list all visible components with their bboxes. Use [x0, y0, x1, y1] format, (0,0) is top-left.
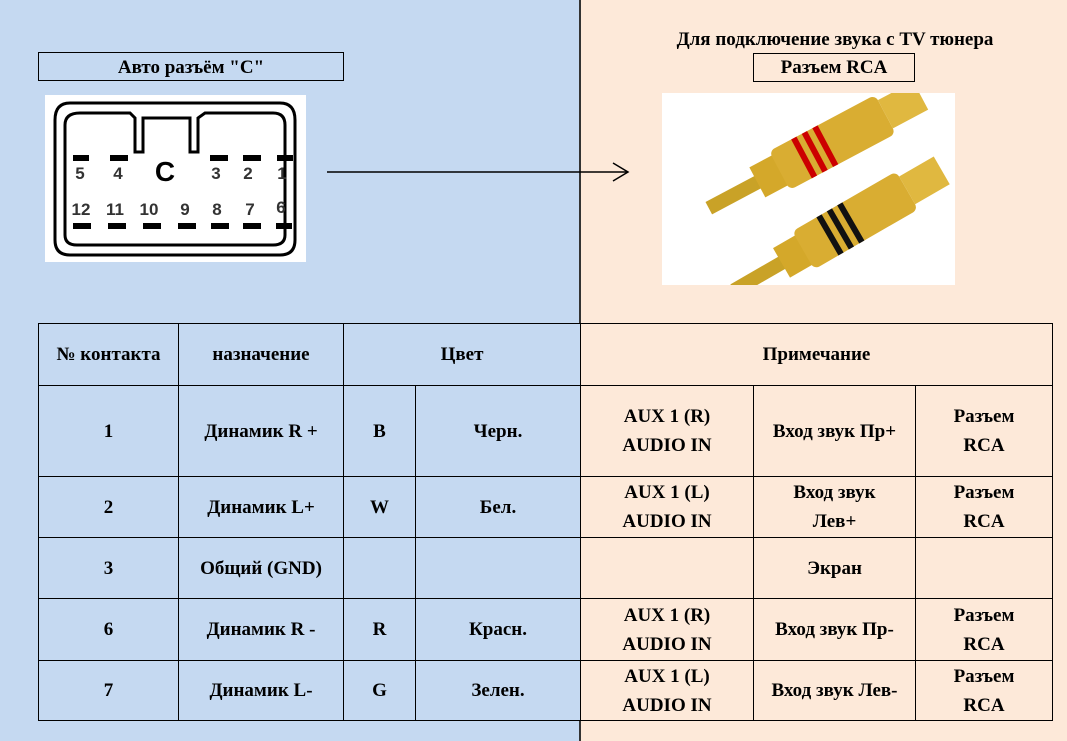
color-cell: Бел.: [415, 476, 581, 538]
color-code-cell: G: [343, 660, 416, 721]
color-cell: Черн.: [415, 385, 581, 477]
conn-line: Разъем: [953, 482, 1015, 503]
pinout-table: № контакта назначение Цвет Примечание 1 …: [38, 323, 1053, 721]
function-cell: Динамик L+: [178, 476, 344, 538]
function-cell: Динамик L-: [178, 660, 344, 721]
aux-line: AUX 1 (R): [623, 406, 711, 427]
conn-line: RCA: [963, 435, 1005, 456]
conn-line: Разъем: [953, 604, 1015, 626]
connector-title: Авто разъём "C": [38, 52, 344, 81]
aux-cell: AUX 1 (R) AUDIO IN: [580, 598, 754, 661]
arrow-icon: [327, 162, 630, 182]
header-color: Цвет: [343, 323, 581, 386]
conn-cell: [915, 537, 1053, 599]
header-note: Примечание: [580, 323, 1053, 386]
function-cell: Динамик R -: [178, 598, 344, 661]
table-row: 1 Динамик R + B Черн. AUX 1 (R)AUDIO IN …: [38, 385, 1053, 477]
aux-cell: AUX 1 (L) AUDIO IN: [580, 476, 754, 538]
rca-plugs-image: [662, 93, 955, 285]
aux-cell: AUX 1 (R) AUDIO IN: [580, 385, 754, 477]
pin-cell: 1: [38, 385, 179, 477]
pin-label: 3: [211, 164, 220, 183]
color-cell: Зелен.: [415, 660, 581, 721]
input-cell: Вход звук Лев-: [753, 660, 916, 721]
color-code-cell: B: [343, 385, 416, 477]
pin-label: 8: [212, 200, 221, 219]
conn-line: RCA: [963, 511, 1005, 532]
aux-cell: AUX 1 (L) AUDIO IN: [580, 660, 754, 721]
connector-diagram: 5 4 3 2 1 12 11 10 9 8 7 6 C: [45, 95, 306, 262]
pin-cell: 6: [38, 598, 179, 661]
input-cell: Вход звук Лев+: [753, 476, 916, 538]
pin-cell: 7: [38, 660, 179, 721]
pin-label: 1: [277, 164, 286, 183]
table-row: 3 Общий (GND) Экран: [38, 537, 1053, 599]
color-code-cell: [343, 537, 416, 599]
aux-line: AUDIO IN: [622, 694, 712, 716]
pin-label: 11: [106, 200, 124, 219]
color-code-cell: R: [343, 598, 416, 661]
pin-label: 5: [75, 164, 84, 183]
input-cell: Вход звук Пр+: [753, 385, 916, 477]
pin-label: 2: [243, 164, 252, 183]
function-cell: Общий (GND): [178, 537, 344, 599]
pin-cell: 3: [38, 537, 179, 599]
aux-line: AUDIO IN: [622, 511, 712, 532]
connector-letter: C: [155, 156, 175, 187]
aux-line: AUX 1 (L): [624, 482, 710, 503]
right-subtitle: Разъем RCA: [753, 53, 915, 82]
conn-line: Разъем: [953, 665, 1015, 687]
pin-label: 12: [72, 200, 91, 219]
table-header-row: № контакта назначение Цвет Примечание: [38, 323, 1053, 386]
aux-line: AUDIO IN: [622, 633, 712, 655]
pin-label: 10: [140, 200, 159, 219]
table-row: 2 Динамик L+ W Бел. AUX 1 (L) AUDIO IN Вх…: [38, 476, 1053, 538]
color-cell: [415, 537, 581, 599]
pin-cell: 2: [38, 476, 179, 538]
conn-line: RCA: [963, 694, 1005, 716]
right-title: Для подключение звука с TV тюнера: [676, 29, 994, 50]
conn-line: Разъем: [953, 406, 1015, 427]
aux-line: AUDIO IN: [622, 435, 712, 456]
color-cell: Красн.: [415, 598, 581, 661]
color-code-cell: W: [343, 476, 416, 538]
pin-label: 4: [113, 164, 123, 183]
table-row: 6 Динамик R - R Красн. AUX 1 (R) AUDIO IN…: [38, 598, 1053, 661]
aux-line: AUX 1 (L): [624, 665, 710, 687]
header-pin: № контакта: [38, 323, 179, 386]
table-row: 7 Динамик L- G Зелен. AUX 1 (L)AUDIO IN …: [38, 660, 1053, 721]
header-function: назначение: [178, 323, 344, 386]
aux-cell: [580, 537, 754, 599]
pin-label: 6: [276, 198, 285, 217]
pin-label: 9: [180, 200, 189, 219]
aux-line: AUX 1 (R): [623, 604, 711, 626]
input-cell: Экран: [753, 537, 916, 599]
pin-label: 7: [245, 200, 254, 219]
conn-line: RCA: [963, 633, 1005, 655]
function-cell: Динамик R +: [178, 385, 344, 477]
input-cell: Вход звук Пр-: [753, 598, 916, 661]
